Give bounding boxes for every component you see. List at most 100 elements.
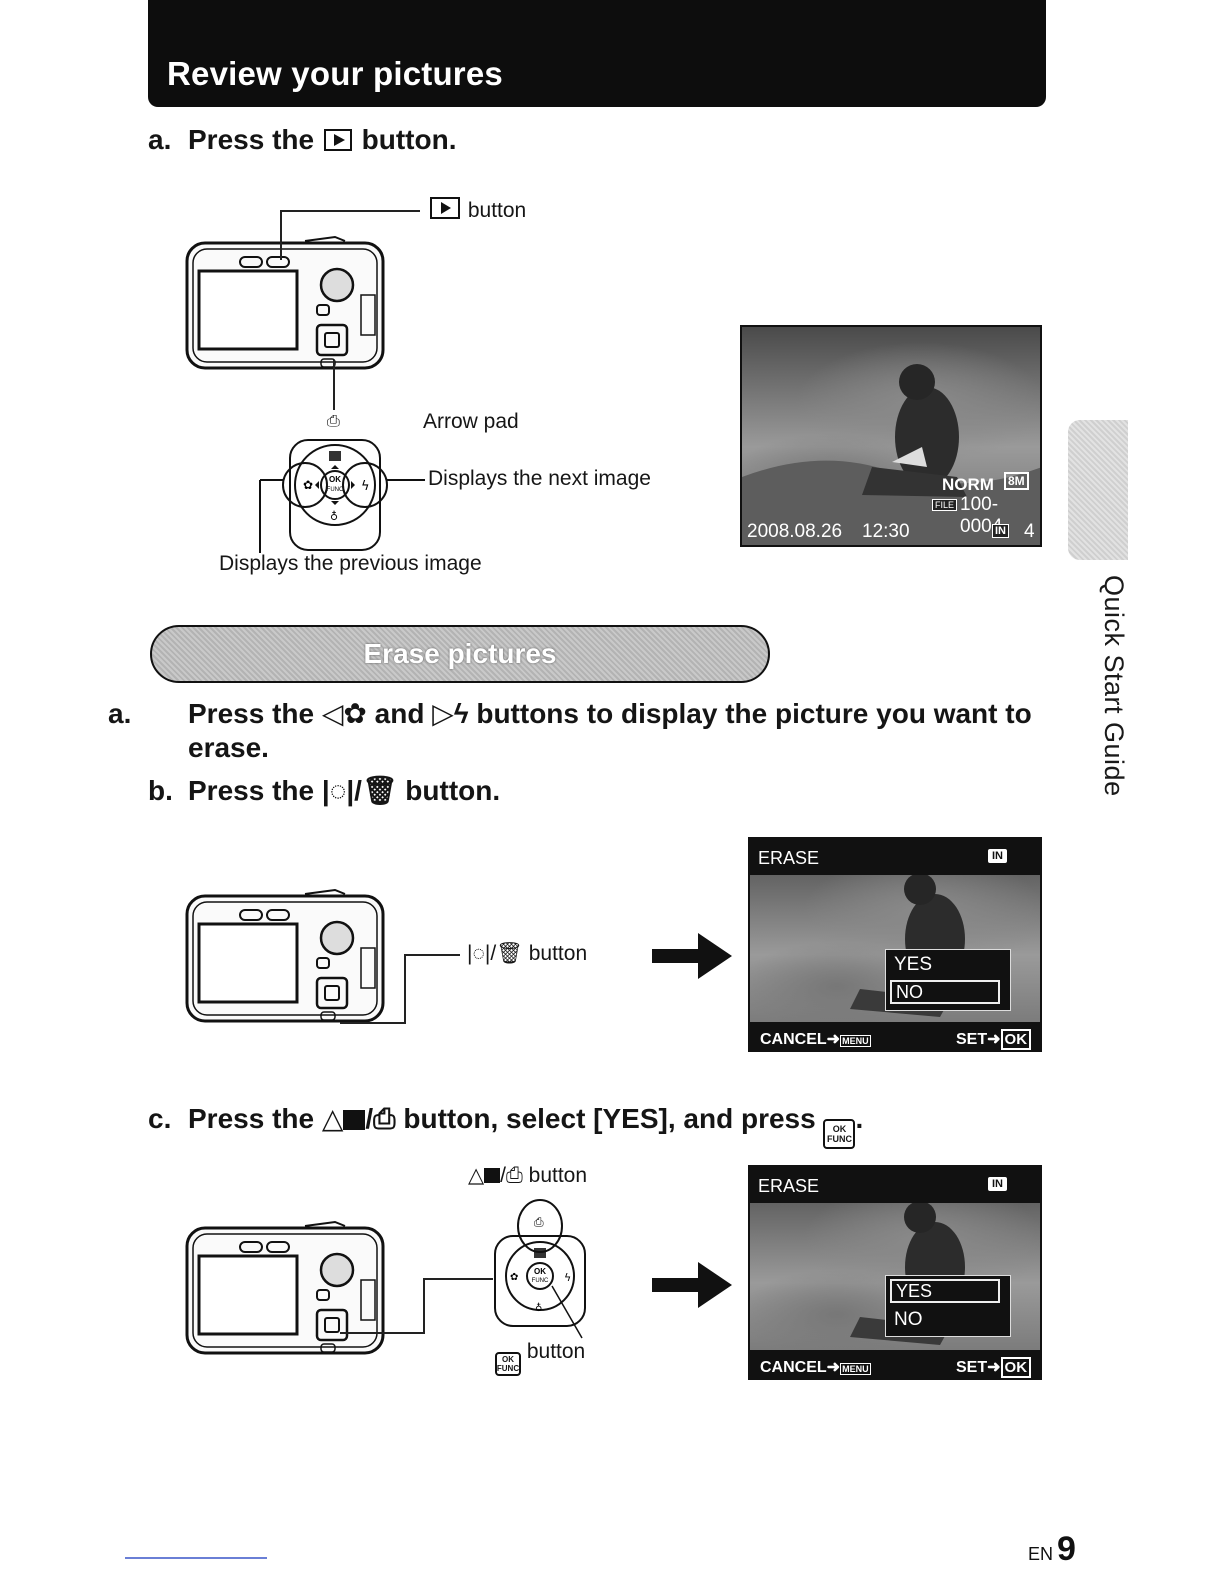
playback-screen: NORM 8M FILE 100-0004 2008.08.26 12:30 I… <box>740 325 1042 547</box>
quick-start-guide-label: Quick Start Guide <box>1099 575 1129 797</box>
shadow-adjust-erase-icon: |◌|/🗑 <box>321 775 398 806</box>
date-stamp: 2008.08.26 <box>747 521 843 542</box>
arrow-pad-illustration: OK FUNC ⎙ ✿ ϟ ♁ <box>494 1199 586 1339</box>
leader-line <box>333 360 335 410</box>
camera-back-illustration <box>185 235 385 370</box>
label-text: button <box>526 1340 586 1363</box>
memory-badge: IN <box>992 524 1009 538</box>
erase-footer-bar <box>750 1350 1040 1378</box>
set-hint: SET➜OK <box>956 1357 1032 1378</box>
arrow-pad-label: Arrow pad <box>423 410 519 433</box>
step-text-post: button. <box>361 124 457 155</box>
leader-line <box>404 954 460 956</box>
camera-back-illustration <box>185 1220 385 1355</box>
step-letter: b. <box>148 775 173 806</box>
cancel-hint: CANCEL➜MENU <box>760 1031 871 1048</box>
step-text: Press the <box>188 698 315 729</box>
svg-text:OK: OK <box>329 475 341 484</box>
file-badge: FILE <box>932 499 958 511</box>
step-text-post: button. <box>405 775 501 806</box>
step-text-mid: button, select [YES], and press <box>403 1103 816 1134</box>
step-text-pre: Press the <box>188 124 315 155</box>
playback-icon <box>430 197 460 219</box>
erase-step-c: c. Press the △/⎙ button, select [YES], an… <box>148 1102 863 1149</box>
quality-text: NORM <box>942 475 994 494</box>
step-text-end: . <box>855 1103 864 1134</box>
banner-title: Erase pictures <box>363 638 557 669</box>
ok-badge: OK <box>1000 1029 1032 1050</box>
print-icon: ⎙ <box>327 413 340 430</box>
cancel-text: CANCEL <box>760 1031 827 1048</box>
set-text: SET <box>956 1359 988 1376</box>
up-button-label: △/⎙ button <box>468 1163 587 1188</box>
step-letter: a. <box>148 124 172 155</box>
right-arrow-icon <box>652 1262 732 1308</box>
ok-icon-bottom: FUNC <box>496 1364 520 1373</box>
leader-line <box>280 210 282 260</box>
arrow-pad-illustration: OK FUNC ✿ ϟ ♁ <box>259 439 425 553</box>
shadow-adjust-erase-icon: |◌|/🗑 <box>467 942 523 965</box>
erase-title: ERASE <box>758 1176 820 1196</box>
file-number: 100-0004 <box>960 494 1003 537</box>
label-text: button <box>528 1164 588 1187</box>
right-arrow-icon <box>652 933 732 979</box>
left-macro-icon: ◁✿ <box>321 698 367 729</box>
ok-badge: OK <box>1000 1357 1032 1378</box>
option-yes-selected[interactable]: YES <box>890 1279 1000 1303</box>
playback-button-label: button <box>428 197 526 223</box>
cancel-text: CANCEL <box>760 1359 827 1376</box>
step-letter: a. <box>108 698 132 729</box>
option-no-selected[interactable]: NO <box>890 980 1000 1004</box>
erase-button-label: |◌|/🗑 button <box>467 942 587 966</box>
image-size-badge: 8M <box>1004 472 1029 490</box>
svg-text:FUNC: FUNC <box>532 1278 549 1284</box>
svg-text:✿: ✿ <box>303 478 313 492</box>
footer-rule <box>125 1557 267 1559</box>
photo-woman-reading <box>742 364 1040 545</box>
set-hint: SET➜OK <box>956 1029 1032 1050</box>
leader-line <box>404 954 406 1024</box>
side-tab <box>1068 420 1128 560</box>
frame-count: 4 <box>1024 521 1035 542</box>
erase-step-b: b. Press the |◌|/🗑 button. <box>148 774 500 807</box>
ok-icon-top: OK <box>502 1355 514 1364</box>
svg-text:ϟ: ϟ <box>564 1271 571 1284</box>
menu-badge: MENU <box>840 1035 871 1047</box>
page-digit: 9 <box>1057 1530 1076 1568</box>
quality-indicator: NORM <box>942 475 994 495</box>
leader-line <box>423 1278 493 1280</box>
playback-icon <box>323 129 352 151</box>
step-text: buttons to display the picture you want … <box>188 698 1032 763</box>
up-exposure-print-icon: △/⎙ <box>321 1103 396 1134</box>
menu-badge: MENU <box>840 1363 871 1375</box>
label-text: button <box>528 942 588 965</box>
leader-line <box>340 1022 406 1024</box>
svg-text:FUNC: FUNC <box>327 487 344 493</box>
step-text-pre: Press the <box>188 1103 315 1134</box>
svg-text:⎙: ⎙ <box>534 1215 544 1229</box>
step-letter: c. <box>148 1103 172 1134</box>
previous-image-label: Displays the previous image <box>219 552 482 575</box>
set-text: SET <box>956 1031 988 1048</box>
up-exposure-print-icon: △/⎙ <box>468 1164 523 1187</box>
erase-menu: YES NO <box>885 949 1011 1011</box>
erase-banner: Erase pictures <box>150 625 770 683</box>
option-no[interactable]: NO <box>894 1309 923 1330</box>
option-yes[interactable]: YES <box>894 954 933 975</box>
svg-text:OK: OK <box>534 1267 546 1276</box>
header-band <box>148 0 1046 107</box>
step-text-pre: Press the <box>188 775 315 806</box>
memory-badge: IN <box>988 849 1007 863</box>
svg-text:✿: ✿ <box>510 1272 518 1283</box>
svg-text:ϟ: ϟ <box>361 479 370 494</box>
time-stamp: 12:30 <box>862 521 910 542</box>
step-text: and <box>374 698 425 729</box>
label-text: button <box>467 199 527 222</box>
review-step-a: a. Press the button. <box>148 124 456 156</box>
next-image-label: Displays the next image <box>428 467 651 490</box>
erase-step-a: a.Press the ◁✿ and ▷ϟ buttons to display… <box>108 697 1068 765</box>
ok-icon-top: OK <box>832 1124 847 1134</box>
